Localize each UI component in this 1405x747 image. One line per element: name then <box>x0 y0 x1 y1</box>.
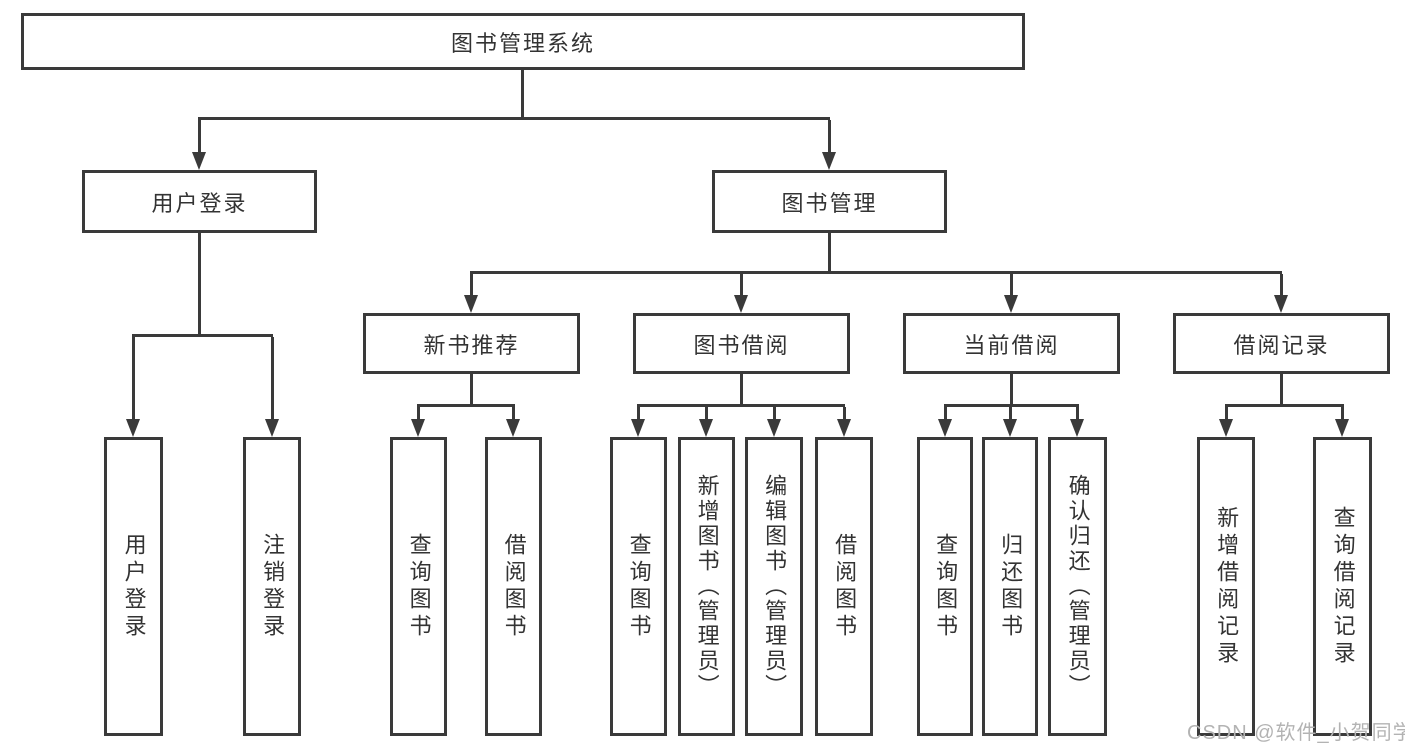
node-label: 用户登录 <box>151 190 248 216</box>
connector-line <box>828 233 831 274</box>
leaf-label: 新增借阅记录 <box>1214 505 1240 668</box>
leaf-label: 借阅图书 <box>501 532 527 641</box>
leaf-label: 查询图书 <box>406 532 432 641</box>
leaf-logout-login: 注销登录 <box>243 437 301 736</box>
connector-arrow <box>1274 274 1288 313</box>
leaf-label: 注销登录 <box>260 532 286 641</box>
node-label: 当前借阅 <box>963 332 1060 358</box>
leaf-label: 查询借阅记录 <box>1330 505 1356 668</box>
leaf-borrow-books-borrowing: 借阅图书 <box>815 437 873 736</box>
connector-line <box>1010 374 1013 407</box>
connector-arrow <box>464 274 478 313</box>
connector-arrow <box>192 120 206 170</box>
leaf-confirm-return-admin: 确认归还（管理员） <box>1048 437 1107 736</box>
node-borrowing-records: 借阅记录 <box>1173 313 1390 374</box>
connector-arrow <box>699 407 713 437</box>
node-new-book-recommendation: 新书推荐 <box>363 313 580 374</box>
connector-arrow <box>1070 407 1084 437</box>
connector-line <box>944 404 1079 407</box>
connector-arrow <box>734 274 748 313</box>
node-label: 新书推荐 <box>423 332 520 358</box>
node-book-borrowing: 图书借阅 <box>633 313 850 374</box>
connector-line <box>198 117 830 120</box>
connector-line <box>1225 404 1344 407</box>
leaf-label: 归还图书 <box>998 532 1024 641</box>
leaf-query-books-borrowing: 查询图书 <box>610 437 667 736</box>
leaf-add-books-admin: 新增图书（管理员） <box>678 437 735 736</box>
leaf-label: 借阅图书 <box>832 532 858 641</box>
leaf-borrow-books-recommend: 借阅图书 <box>485 437 542 736</box>
connector-arrow <box>767 407 781 437</box>
leaf-query-borrow-record: 查询借阅记录 <box>1313 437 1372 736</box>
leaf-label: 确认归还（管理员） <box>1065 474 1091 699</box>
leaf-label: 新增图书（管理员） <box>694 474 720 699</box>
csdn-watermark: CSDN @软件_小贺同学 <box>1187 722 1405 744</box>
node-label: 图书借阅 <box>693 332 790 358</box>
connector-arrow <box>506 407 520 437</box>
leaf-edit-books-admin: 编辑图书（管理员） <box>745 437 803 736</box>
leaf-query-books-current: 查询图书 <box>917 437 973 736</box>
connector-arrow <box>126 337 140 437</box>
leaf-label: 编辑图书（管理员） <box>762 474 788 699</box>
connector-arrow <box>822 120 836 170</box>
connector-line <box>637 404 845 407</box>
leaf-return-books: 归还图书 <box>982 437 1038 736</box>
connector-arrow <box>938 407 952 437</box>
node-label: 借阅记录 <box>1233 332 1330 358</box>
connector-arrow <box>411 407 425 437</box>
leaf-label: 用户登录 <box>121 532 147 641</box>
leaf-query-books-recommend: 查询图书 <box>390 437 447 736</box>
leaf-add-borrow-record: 新增借阅记录 <box>1197 437 1255 736</box>
connector-arrow <box>1219 407 1233 437</box>
node-library-management-system: 图书管理系统 <box>21 13 1025 70</box>
connector-arrow <box>837 407 851 437</box>
leaf-user-login: 用户登录 <box>104 437 163 736</box>
connector-line <box>198 233 201 337</box>
connector-arrow <box>1004 274 1018 313</box>
connector-line <box>470 374 473 407</box>
connector-line <box>470 271 1282 274</box>
node-current-borrowing: 当前借阅 <box>903 313 1120 374</box>
connector-line <box>1280 374 1283 407</box>
leaf-label: 查询图书 <box>933 532 959 641</box>
connector-arrow <box>631 407 645 437</box>
connector-arrow <box>1335 407 1349 437</box>
node-label: 图书管理 <box>781 190 878 216</box>
node-user-login: 用户登录 <box>82 170 317 233</box>
connector-arrow <box>1003 407 1017 437</box>
node-label: 图书管理系统 <box>450 30 595 56</box>
connector-line <box>521 70 524 120</box>
connector-line <box>740 374 743 407</box>
node-book-management: 图书管理 <box>712 170 947 233</box>
connector-line <box>132 334 273 337</box>
connector-line <box>417 404 515 407</box>
connector-arrow <box>265 337 279 437</box>
leaf-label: 查询图书 <box>626 532 652 641</box>
